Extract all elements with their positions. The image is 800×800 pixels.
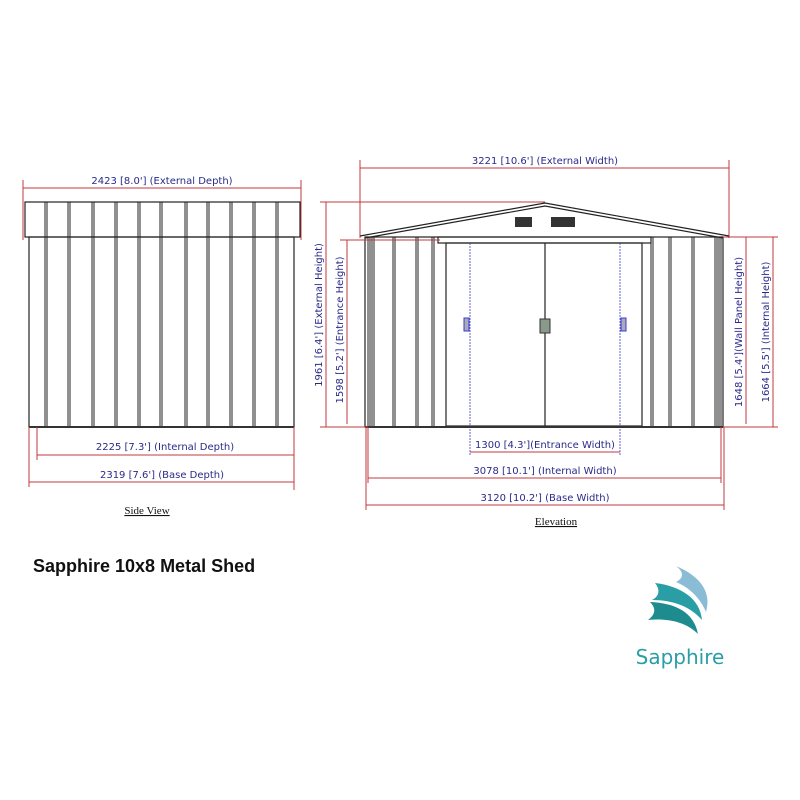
door-lock — [539, 318, 551, 334]
door-handle-left — [463, 317, 470, 332]
external-depth-label: 2423 [8.0'] (External Depth) — [91, 176, 232, 187]
internal-width-label: 3078 [10.1'] (Internal Width) — [473, 466, 616, 477]
internal-depth-label: 2225 [7.3'] (Internal Depth) — [96, 442, 234, 453]
side-view: 2423 [8.0'] (External Depth) 2225 [7.3']… — [22, 176, 302, 517]
external-height-label: 1961 [6.4'] (External Height) — [314, 243, 325, 387]
entrance-width-label: 1300 [4.3'](Entrance Width) — [475, 440, 615, 451]
door-header — [437, 236, 652, 244]
base-width-label: 3120 [10.2'] (Base Width) — [480, 493, 609, 504]
side-wall-ribs — [44, 202, 279, 427]
entrance-height-label: 1598 [5.2'] (Entrance Height) — [335, 256, 346, 403]
elevation-caption: Elevation — [535, 516, 578, 528]
sliding-doors — [445, 242, 643, 427]
logo-wave-bottom — [648, 602, 698, 634]
base-depth-label: 2319 [7.6'] (Base Depth) — [100, 470, 224, 481]
side-view-caption: Side View — [124, 505, 169, 517]
logo-wave-top — [676, 566, 708, 612]
roof-gable — [359, 202, 730, 237]
sapphire-logo: Sapphire — [636, 566, 725, 669]
logo-wave-middle — [652, 583, 702, 620]
external-width-label: 3221 [10.6'] (External Width) — [472, 156, 618, 167]
elevation-view: 3221 [10.6'] (External Width) 1961 [6.4'… — [314, 156, 778, 528]
logo-text: Sapphire — [636, 645, 725, 669]
product-title: Sapphire 10x8 Metal Shed — [33, 556, 256, 576]
internal-height-label: 1664 [5.5'] (Internal Height) — [761, 261, 772, 402]
front-wall-ribs — [367, 237, 722, 427]
roof-vent-right — [551, 217, 575, 227]
wall-panel-height-label: 1648 [5.4'](Wall Panel Height) — [734, 257, 745, 407]
roof-vent-left — [515, 217, 532, 227]
door-handle-right — [620, 317, 627, 332]
